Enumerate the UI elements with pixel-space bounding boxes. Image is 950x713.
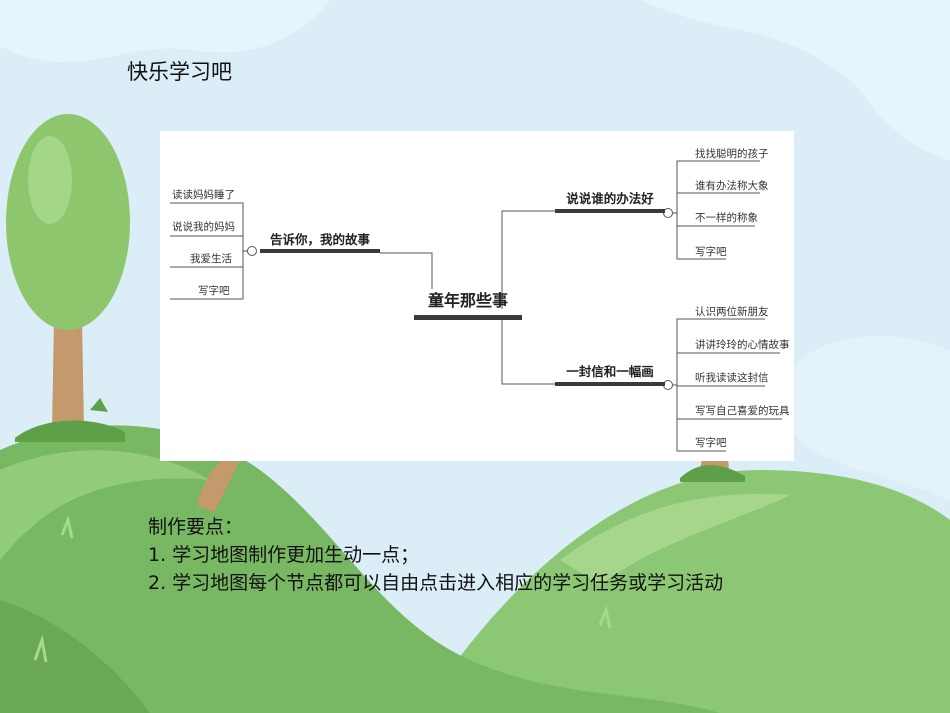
grass-mark — [33, 634, 48, 663]
hill-front — [0, 425, 720, 713]
root-node[interactable]: 童年那些事 — [428, 291, 508, 310]
branch-node-left[interactable]: 告诉你，我的故事 — [270, 232, 371, 247]
hill-front-shade — [0, 600, 150, 713]
notes-item: 1. 学习地图制作更加生动一点； — [148, 544, 420, 566]
node-bar — [260, 249, 380, 253]
connector-left-children — [170, 202, 256, 300]
leaf-node[interactable]: 写字吧 — [198, 284, 230, 297]
connector-right-bottom-children — [665, 318, 782, 452]
leaf-node[interactable]: 谁有办法称大象 — [695, 179, 769, 192]
node-bar — [555, 209, 665, 213]
notes-heading: 制作要点： — [148, 516, 244, 538]
collapse-toggle[interactable] — [247, 246, 257, 256]
notes-block: 制作要点： 1. 学习地图制作更加生动一点； 2. 学习地图每个节点都可以自由点… — [148, 513, 723, 597]
grass-mark — [60, 514, 74, 539]
tree-foliage-highlight — [28, 136, 72, 224]
grass-tuft — [680, 465, 745, 482]
leaf-node[interactable]: 写字吧 — [695, 245, 727, 258]
hill-back-light — [560, 493, 790, 585]
tree-trunk — [196, 460, 240, 512]
tree-trunk — [52, 318, 84, 430]
notes-item: 2. 学习地图每个节点都可以自由点击进入相应的学习任务或学习活动 — [148, 572, 724, 594]
leaf-node[interactable]: 写写自己喜爱的玩具 — [695, 404, 790, 417]
grass-tuft — [15, 420, 125, 442]
leaf-node[interactable]: 我爱生活 — [190, 252, 232, 265]
tree-foliage — [6, 114, 130, 330]
leaf-node[interactable]: 写字吧 — [695, 436, 727, 449]
leaf-node[interactable]: 讲讲玲玲的心情故事 — [695, 338, 790, 351]
node-bar — [414, 315, 522, 320]
connector-right-top-children — [665, 160, 760, 260]
page-title: 快乐学习吧 — [127, 60, 232, 84]
grass-mark — [598, 604, 612, 629]
branch-node-right-top[interactable]: 说说谁的办法好 — [566, 191, 654, 206]
cloud-shape — [786, 336, 950, 500]
leaf-node[interactable]: 读读妈妈睡了 — [172, 188, 235, 201]
branch-node-right-bottom[interactable]: 一封信和一幅画 — [566, 364, 654, 379]
connector-root-left — [380, 252, 433, 289]
leaf-node[interactable]: 认识两位新朋友 — [695, 305, 769, 318]
cloud-shape — [0, 0, 330, 63]
hill-back — [420, 470, 950, 713]
cloud-shape — [640, 0, 950, 160]
hill-front-light — [0, 450, 210, 560]
node-bar — [555, 382, 665, 386]
connector-root-right-top — [501, 210, 555, 309]
connector-root-right-bottom — [501, 319, 555, 385]
mind-map: 童年那些事 告诉你，我的故事 读读妈妈睡了 说说我的妈妈 我爱生活 写字吧 说说… — [160, 131, 794, 461]
grass-tuft — [90, 398, 108, 412]
leaf-node[interactable]: 听我读读这封信 — [695, 371, 769, 384]
leaf-node[interactable]: 不一样的称象 — [695, 211, 758, 224]
leaf-node[interactable]: 找找聪明的孩子 — [695, 147, 769, 160]
leaf-node[interactable]: 说说我的妈妈 — [172, 220, 235, 233]
